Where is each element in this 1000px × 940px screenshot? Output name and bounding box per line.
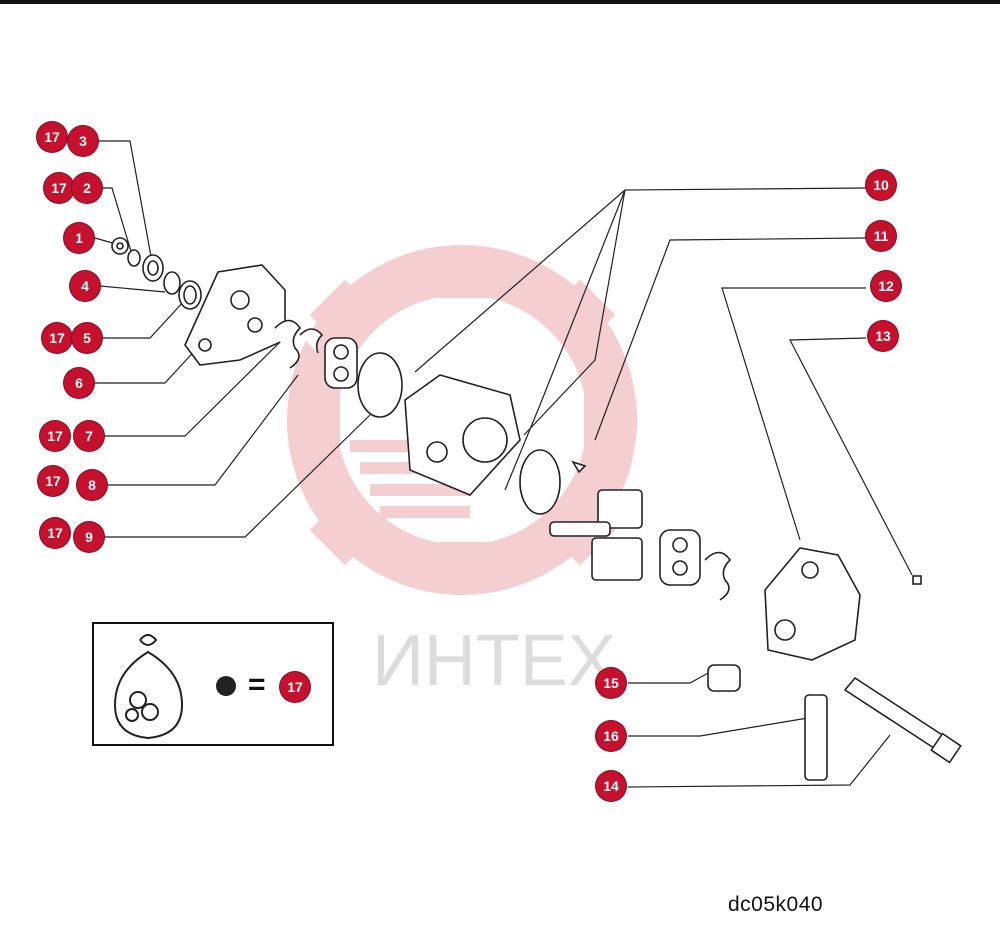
leader-line-8: [107, 374, 299, 486]
leader-line-9: [104, 414, 371, 538]
part-16-valve: [804, 694, 828, 781]
o-ring-right: [519, 449, 561, 515]
callout-4: 4: [70, 271, 100, 301]
part-14-bolt: [843, 676, 952, 754]
callout-8: 8: [77, 470, 107, 500]
kit-dot-icon: [216, 676, 236, 696]
callout-12: 12: [871, 271, 901, 301]
callout-1: 1: [64, 223, 94, 253]
callout-3: 3: [68, 126, 98, 156]
callout-11: 11: [866, 221, 896, 251]
part-15-plug: [707, 664, 741, 692]
callout-17: 17: [40, 421, 70, 451]
leader-line-6: [95, 344, 201, 384]
callout-17: 17: [42, 323, 72, 353]
part-8-seal: [299, 328, 324, 354]
part-11-key: [571, 460, 587, 474]
leader-line-7: [104, 341, 281, 437]
callout-17: 17: [40, 518, 70, 548]
callout-17-legend: 17: [280, 672, 310, 702]
drawing-code: dc05k040: [728, 893, 824, 916]
part-9-o-ring: [357, 352, 403, 418]
leader-line-12: [721, 287, 866, 541]
part-2-washer: [127, 249, 141, 267]
leader-line-14: [627, 734, 891, 788]
leader-line-15: [628, 671, 711, 684]
kit-bag-icon: [113, 634, 184, 740]
leader-line-16: [628, 717, 809, 737]
callout-15: 15: [596, 668, 626, 698]
part-13-screw: [912, 575, 922, 585]
gear-shaft: [549, 521, 611, 537]
callout-9: 9: [74, 522, 104, 552]
callout-16: 16: [596, 721, 626, 751]
bushing-block-right: [659, 529, 701, 586]
leader-line-13: [789, 337, 913, 576]
leader-line-4: [99, 285, 166, 293]
leader-line-10: [414, 187, 867, 491]
callout-5: 5: [72, 323, 102, 353]
callout-7: 7: [74, 421, 104, 451]
callout-17: 17: [38, 466, 68, 496]
callout-17: 17: [44, 173, 74, 203]
gear-upper: [597, 489, 643, 529]
callout-6: 6: [64, 368, 94, 398]
leader-line-11: [594, 237, 867, 441]
pump-body: [404, 374, 521, 496]
callout-2: 2: [72, 173, 102, 203]
leader-line-5: [102, 299, 186, 339]
legend-equals: =: [248, 668, 266, 701]
leader-line-2: [102, 187, 134, 259]
part-7-seal: [274, 319, 302, 369]
seal-right: [704, 551, 732, 601]
repair-kit-legend-box: [92, 622, 334, 746]
top-border: [0, 0, 1000, 4]
leader-line-3: [98, 140, 153, 263]
callout-10: 10: [866, 170, 896, 200]
callout-14: 14: [596, 771, 626, 801]
watermark-text: ИНТЕХ: [372, 621, 616, 701]
gear-lower: [591, 537, 643, 581]
callout-13: 13: [868, 321, 898, 351]
part-4-ring: [163, 271, 181, 295]
callout-17: 17: [37, 122, 67, 152]
part-6-front-cover: [184, 264, 286, 366]
bushing-block-left: [324, 337, 358, 389]
